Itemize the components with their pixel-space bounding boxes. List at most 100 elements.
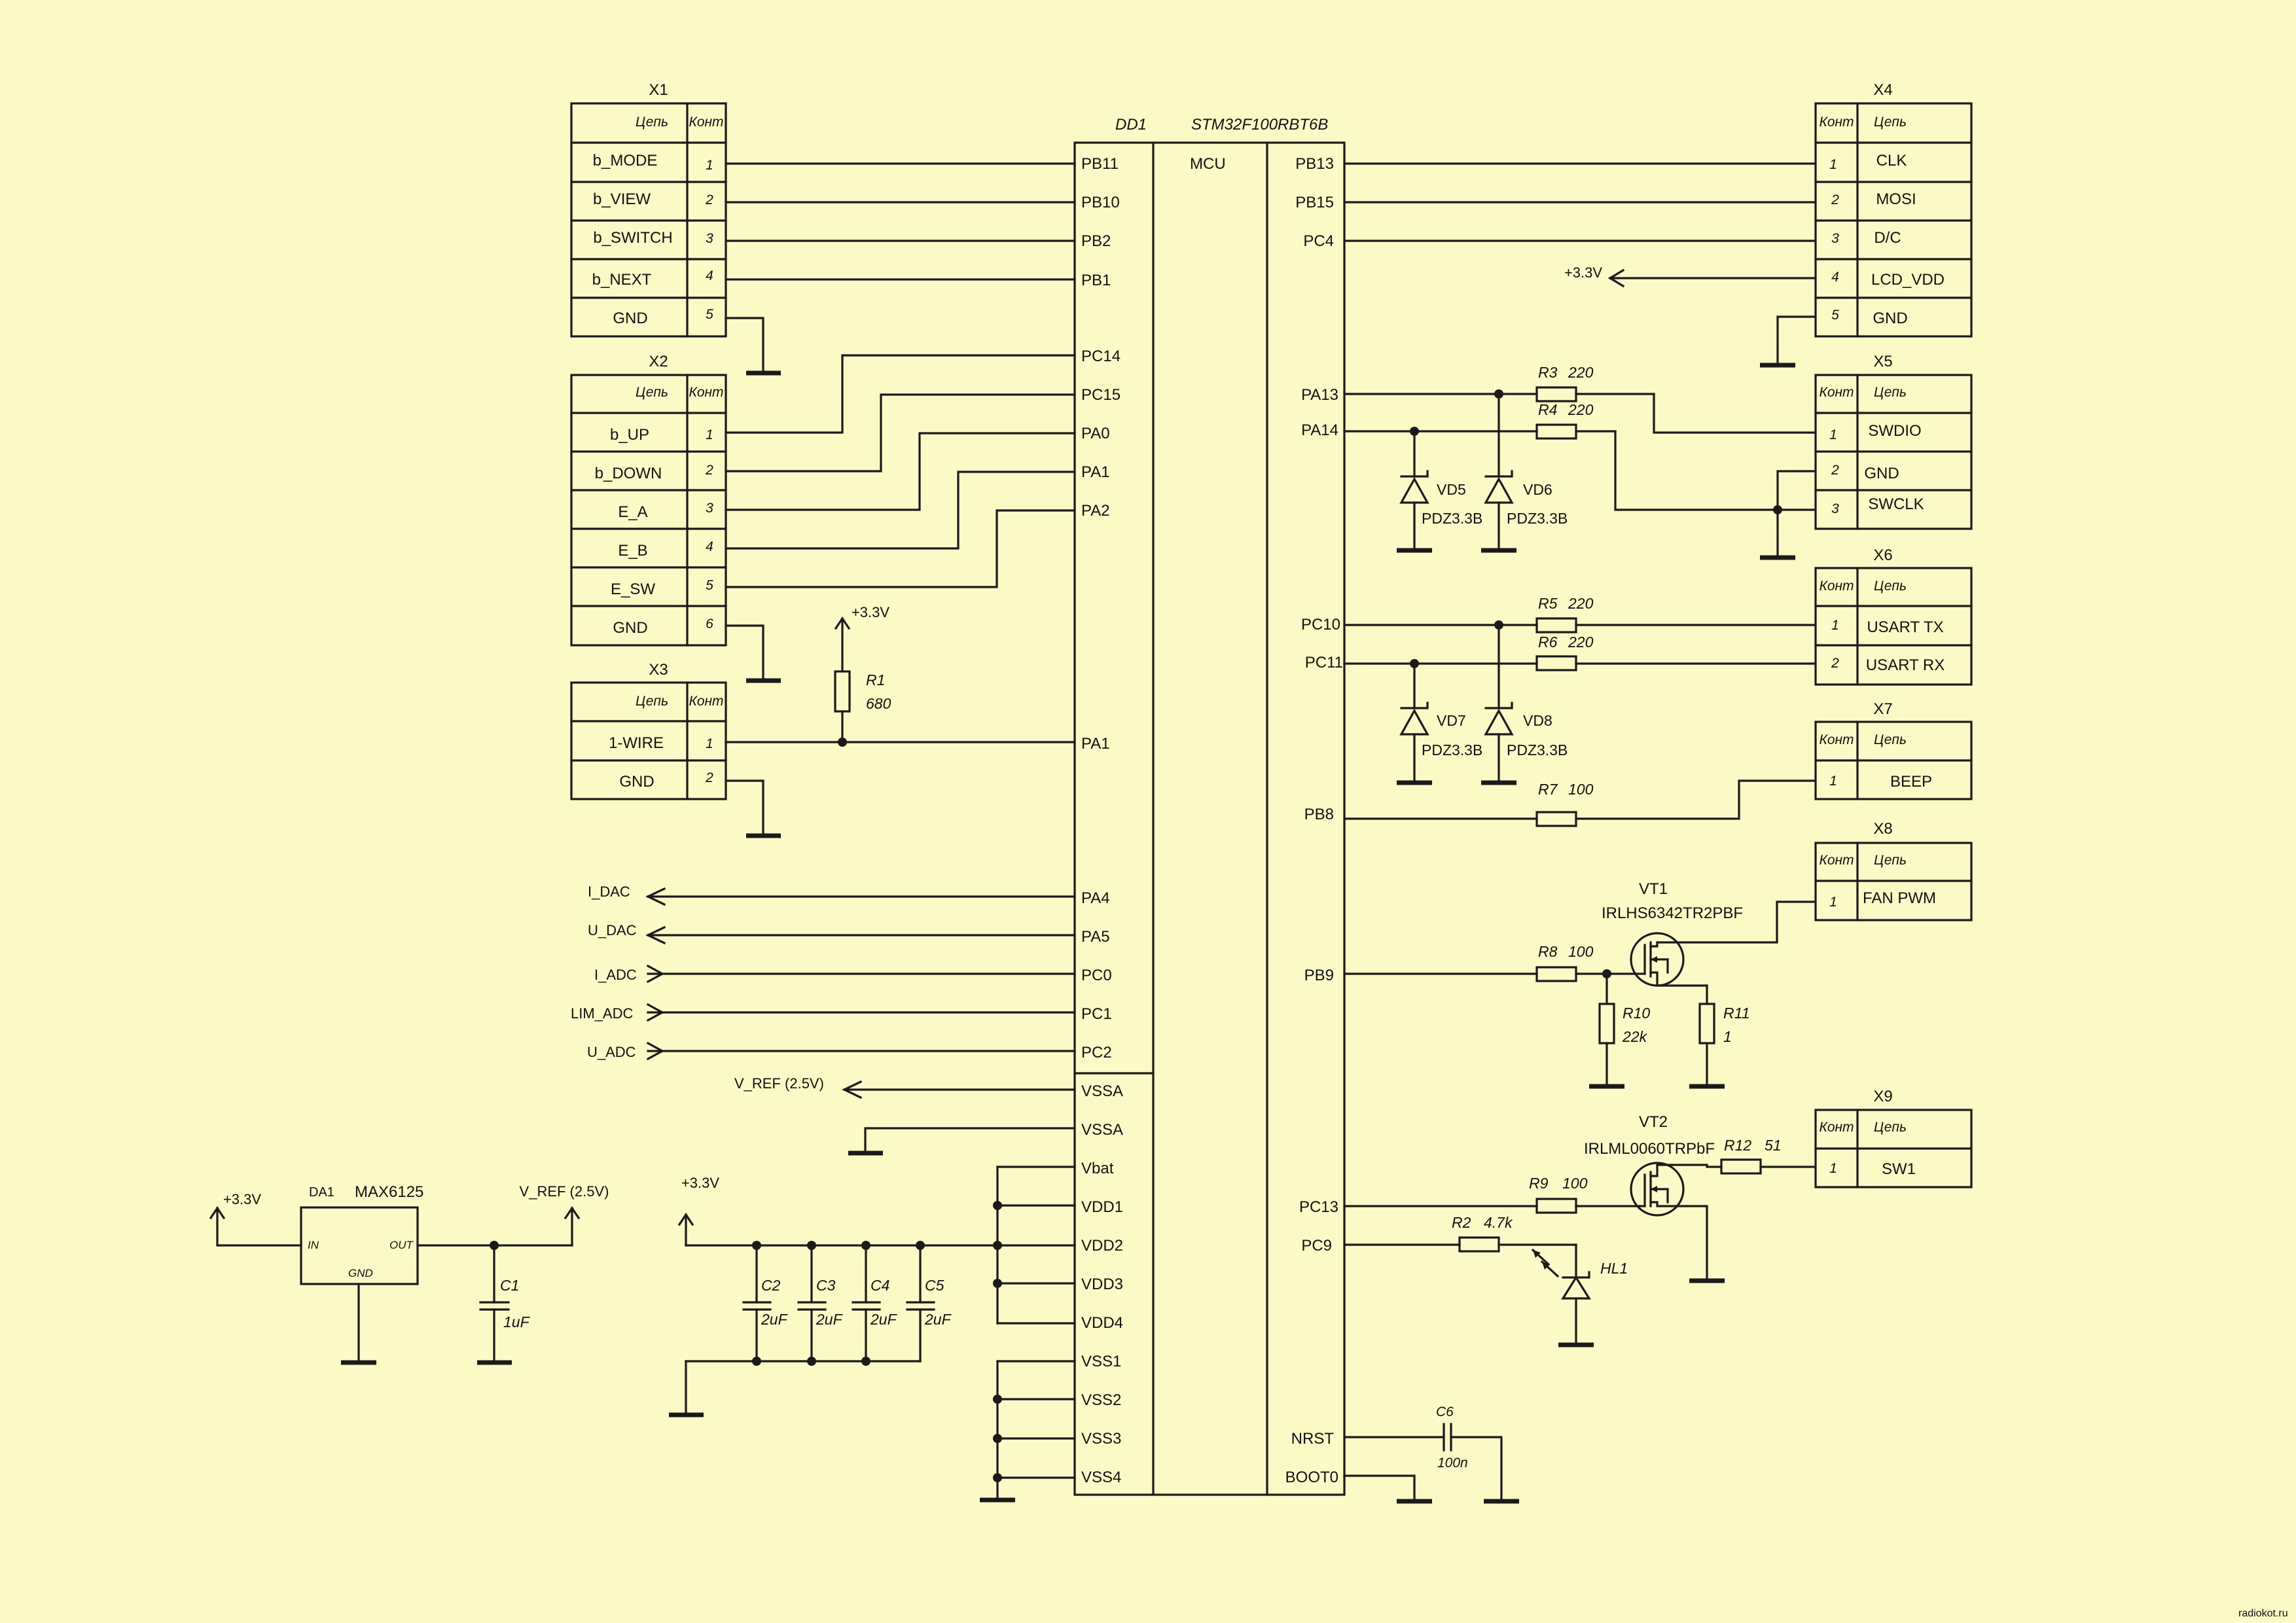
wires-x2 xyxy=(725,354,1076,683)
connector-net: BEEP xyxy=(1890,773,1932,791)
connector-pin: 1 xyxy=(706,427,713,442)
resistor-ref: R3 xyxy=(1538,364,1558,381)
connector-x5: X5 Конт Цепь 1 SWDIO 2 GND 3 SWCLK xyxy=(1814,353,1973,530)
mcu-pin: PB8 xyxy=(1304,806,1334,823)
transistor-ref: VT1 xyxy=(1639,880,1668,898)
connector-pin: 4 xyxy=(1831,270,1839,285)
led-hl1: HL1 xyxy=(1343,1243,1628,1347)
resistor-r3: R3 220 xyxy=(1535,364,1594,402)
connector-net: LCD_VDD xyxy=(1871,271,1945,289)
header-pin: Конт xyxy=(1819,579,1854,594)
mosfet-vt1: VT1 IRLHS6342TR2PBF xyxy=(1602,880,1743,987)
header-net: Цепь xyxy=(1874,732,1907,747)
connector-ref: X2 xyxy=(649,353,668,370)
resistor-ref: R11 xyxy=(1723,1005,1750,1022)
connector-pin: 2 xyxy=(1831,656,1839,671)
connector-net: GND xyxy=(619,773,654,791)
capacitor-c5: C5 2uF xyxy=(906,1241,952,1363)
mcu-pin: PC4 xyxy=(1303,232,1334,250)
resistor-ref: R12 xyxy=(1724,1137,1751,1154)
resistor-r12: R12 51 xyxy=(1720,1137,1782,1175)
connector-pin: 2 xyxy=(705,192,713,207)
regulator-ref: DA1 xyxy=(309,1185,334,1200)
capacitor-c4: C4 2uF xyxy=(852,1241,898,1366)
resistor-value: 100 xyxy=(1562,1175,1588,1192)
mcu-pin: PB11 xyxy=(1081,155,1119,173)
mcu-pin: PB9 xyxy=(1304,967,1334,984)
header-net: Цепь xyxy=(1874,853,1907,868)
capacitor-value: 2uF xyxy=(761,1311,789,1328)
zener-vd5: VD5 PDZ3.3B xyxy=(1397,430,1482,553)
resistor-r6: R6 220 xyxy=(1535,633,1594,671)
connector-pin: 5 xyxy=(706,578,713,593)
connector-net: b_DOWN xyxy=(595,465,662,482)
mcu-pin: NRST xyxy=(1291,1430,1335,1448)
net-label: U_ADC xyxy=(587,1044,636,1060)
mcu-pin: PC15 xyxy=(1081,386,1121,404)
mcu-pin: VSS4 xyxy=(1081,1469,1121,1486)
mcu-pin: PC14 xyxy=(1081,348,1121,365)
watermark: radiokot.ru xyxy=(2238,1608,2288,1619)
resistor-value: 51 xyxy=(1765,1137,1782,1154)
power-bus: +3.3V xyxy=(669,1166,1076,1503)
zener-vd7: VD7 PDZ3.3B xyxy=(1397,662,1482,785)
resistor-ref: R5 xyxy=(1538,595,1558,612)
mcu-pin: PC10 xyxy=(1301,616,1340,633)
transistor-part: IRLML0060TRPbF xyxy=(1584,1140,1715,1158)
resistor-value: 680 xyxy=(866,695,891,712)
connector-x8: X8 Конт Цепь 1 FAN PWM xyxy=(1814,820,1973,921)
net-label: V_REF (2.5V) xyxy=(520,1183,609,1200)
connector-pin: 2 xyxy=(705,770,713,785)
connector-net: USART RX xyxy=(1866,656,1945,674)
connector-pin: 2 xyxy=(705,463,713,478)
connector-net: USART TX xyxy=(1867,618,1943,636)
header-net: Цепь xyxy=(636,115,668,130)
mcu-pin: PA4 xyxy=(1081,889,1110,907)
connector-net: FAN PWM xyxy=(1863,889,1936,907)
wires-x4: +3.3V xyxy=(1343,162,1817,368)
connector-pin: 3 xyxy=(706,231,713,246)
capacitor-value: 2uF xyxy=(870,1311,898,1328)
connector-pin: 1 xyxy=(1829,157,1837,172)
connector-pin: 1 xyxy=(1829,1161,1837,1176)
mcu-pin: PC1 xyxy=(1081,1005,1112,1023)
mcu-pin: PB2 xyxy=(1081,232,1111,250)
mosfet-vt2: VT2 IRLML0060TRPbF xyxy=(1584,1113,1715,1217)
connector-x4: X4 Конт Цепь 1 CLK 2 MOSI 3 D/C 4 LCD_VD… xyxy=(1814,81,1973,338)
mcu-pin: PC13 xyxy=(1299,1198,1338,1216)
capacitor-value: 2uF xyxy=(924,1311,952,1328)
mcu-label: MCU xyxy=(1190,155,1226,173)
wires-swd xyxy=(1343,389,1817,560)
resistor-ref: R2 xyxy=(1452,1214,1471,1231)
transistor-part: IRLHS6342TR2PBF xyxy=(1602,904,1743,922)
transistor-ref: VT2 xyxy=(1639,1113,1668,1131)
net-label: +3.3V xyxy=(1564,264,1602,281)
connector-pin: 3 xyxy=(706,501,713,516)
mcu-pin: VSSA xyxy=(1081,1082,1123,1100)
capacitor-ref: C3 xyxy=(816,1277,836,1294)
mcu-pin: PB13 xyxy=(1295,155,1334,173)
header-net: Цепь xyxy=(636,385,668,400)
capacitor-ref: C5 xyxy=(925,1277,944,1294)
diode-part: PDZ3.3B xyxy=(1422,510,1482,527)
connector-pin: 4 xyxy=(706,539,713,554)
mcu-pin: PA0 xyxy=(1081,425,1110,442)
regulator-pin-gnd: GND xyxy=(348,1267,373,1279)
diode-ref: VD5 xyxy=(1437,481,1466,498)
header-pin: Конт xyxy=(1819,1120,1854,1135)
header-pin: Конт xyxy=(1819,115,1854,130)
resistor-value: 220 xyxy=(1568,633,1594,651)
mcu-pin: PB1 xyxy=(1081,272,1111,289)
capacitor-c1: C1 1uF xyxy=(477,1244,531,1365)
net-label: U_DAC xyxy=(588,922,637,938)
connector-ref: X6 xyxy=(1873,546,1892,564)
header-pin: Конт xyxy=(689,694,723,709)
net-label: +3.3V xyxy=(852,604,889,620)
resistor-value: 220 xyxy=(1568,401,1594,418)
capacitor-ref: C4 xyxy=(870,1277,889,1294)
header-pin: Конт xyxy=(689,385,723,400)
header-pin: Конт xyxy=(1819,385,1854,400)
connector-net: E_B xyxy=(618,542,647,560)
mcu-pin: VDD2 xyxy=(1081,1237,1123,1255)
connector-x6: X6 Конт Цепь 1 USART TX 2 USART RX xyxy=(1814,546,1973,686)
